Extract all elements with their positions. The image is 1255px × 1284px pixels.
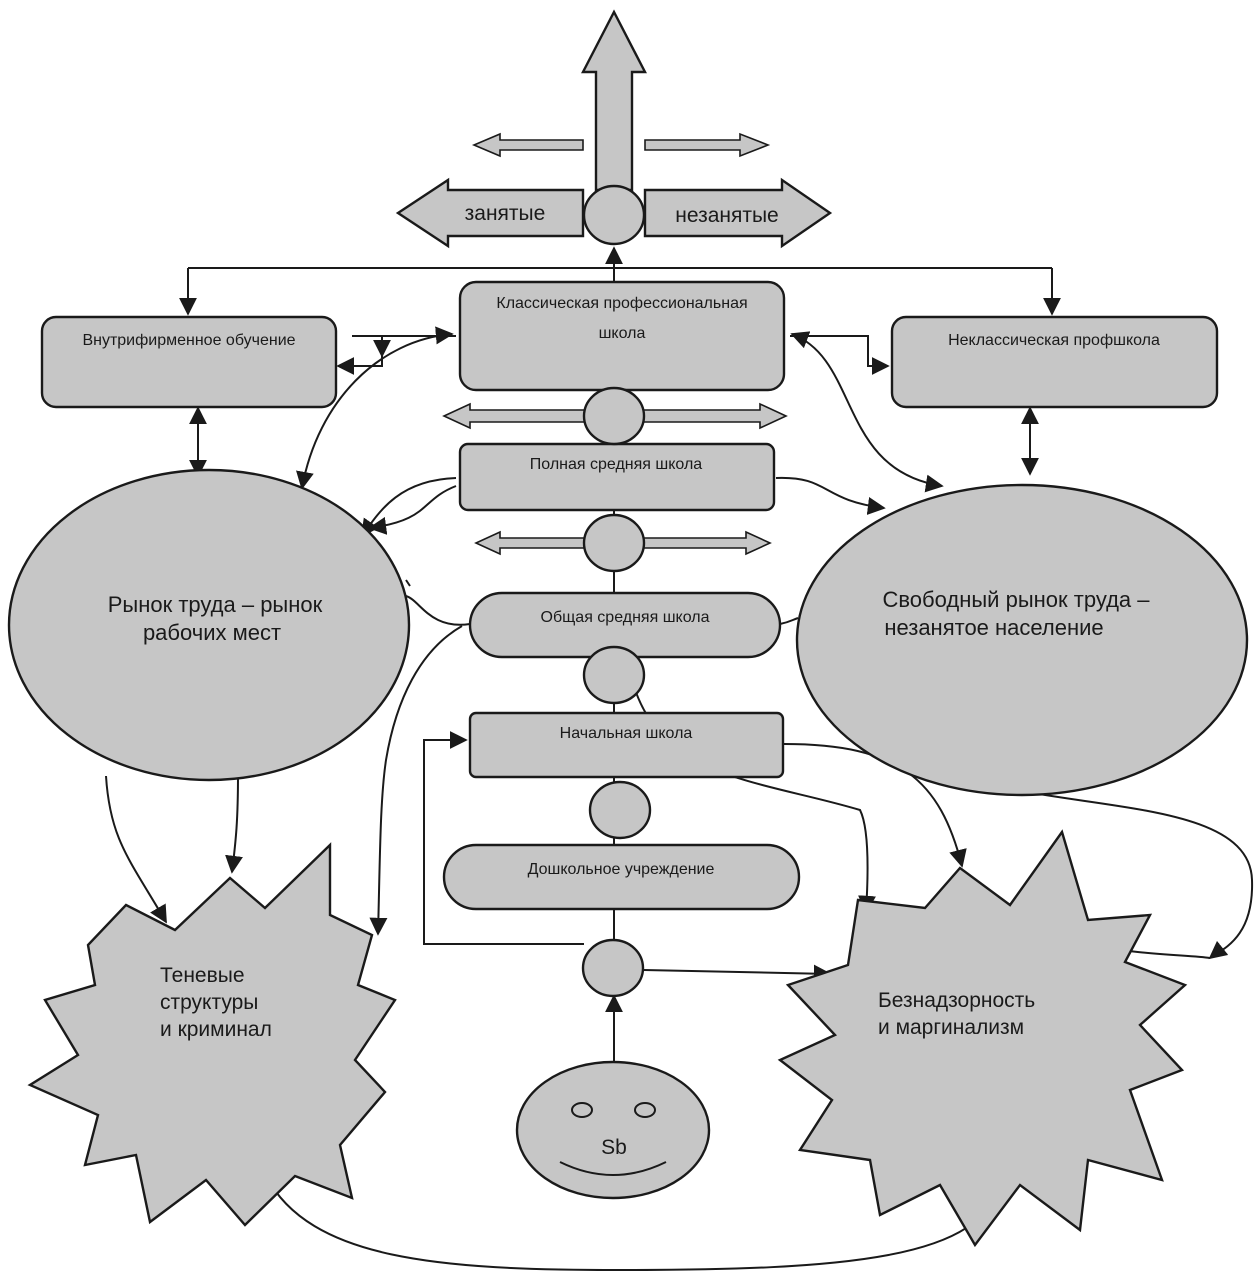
upward-block-arrow [581,9,647,192]
face-smile [559,1161,667,1176]
shadow-line2: структуры [160,991,258,1014]
top-node [582,184,646,246]
link-bottom-node-neglect [643,964,832,983]
box-full-secondary [458,442,776,512]
unemployed-block-arrow [643,177,833,249]
shadow-line1: Теневые [160,964,245,987]
small-right-arrow [644,132,771,158]
unemployed-label: незанятые [675,204,778,227]
neglect-line2: и маргинализм [878,1016,1024,1039]
classic-school-line1: Классическая профессиональная [496,295,747,312]
curve-classic-free-market [790,331,944,493]
curve-labor-shadow-1 [105,775,167,924]
node-upper [582,386,646,446]
labor-market-line2-text: рабочих мест [143,620,281,645]
box-primary-school [468,711,785,779]
shadow-structures-star [27,842,397,1227]
link-classic-in-company [336,335,456,375]
face-label: Sb [601,1136,627,1159]
neglect-marginalism-star [777,829,1188,1248]
general-secondary-label: Общая средняя школа [541,609,710,626]
employed-block-arrow [395,177,585,249]
primary-school-label: Начальная школа [560,725,693,742]
curve-free-market-neglect [1015,789,1254,960]
node-fourth [588,780,652,840]
neglect-line1: Безнадзорность [878,989,1035,1012]
face-right-eye [634,1102,656,1118]
curve-full-secondary-labor-2 [368,485,457,535]
labor-market-line1-text: Рынок труда – рынок [108,592,323,617]
curve-labor-market-classic [296,326,454,490]
curve-general-shadow [369,625,463,936]
free-market-ellipse [795,483,1249,797]
classic-school-line2: школа [599,325,646,342]
shadow-line3: и криминал [160,1018,272,1041]
face-left-eye [571,1102,593,1118]
loop-neglect-shadow [265,1174,999,1272]
free-market-line2-text: незанятое население [884,615,1103,640]
free-market-line1-text: Свободный рынок труда – [882,587,1150,612]
loop-bottom-node-primary [423,731,584,945]
box-preschool [442,843,801,911]
curve-full-secondary-free [775,476,886,515]
curve-full-secondary-labor [360,477,457,538]
face-circle [515,1060,711,1200]
labor-market-ellipse [7,468,411,782]
curve-labor-shadow-2 [225,773,243,874]
node-second [582,513,646,573]
preschool-label: Дошкольное учреждение [528,861,715,878]
link-in-company-classic [352,335,391,358]
small-left-arrow [471,132,584,158]
curve-general-labor [405,579,471,626]
in-company-label: Внутрифирменное обучение [82,332,295,349]
nonclassic-label: Неклассическая профшкола [948,332,1160,349]
curve-general-free [779,617,799,625]
box-in-company-training [40,315,338,409]
node-third [582,645,646,705]
employed-label: занятые [465,202,546,225]
node-bottom [581,938,645,998]
full-secondary-label: Полная средняя школа [530,456,703,473]
box-nonclassic-school [890,315,1219,409]
